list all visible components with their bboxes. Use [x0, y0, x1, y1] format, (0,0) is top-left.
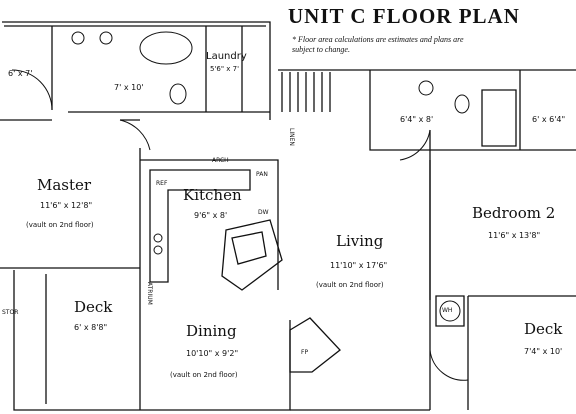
door-swing-1 [11, 69, 53, 111]
disclaimer-line-2: subject to change. [292, 45, 350, 54]
fireplace [289, 317, 341, 373]
kitchen-counter [149, 169, 251, 283]
bath-master-dim: 7' x 10' [114, 83, 144, 92]
living-note: (vault on 2nd floor) [316, 281, 384, 289]
door-swing-4 [429, 349, 469, 381]
sink-1 [71, 31, 85, 45]
deck-right-name: Deck [524, 320, 563, 338]
bedroom2-name: Bedroom 2 [472, 204, 556, 222]
closet-left-dim: 6' x 7' [8, 69, 33, 78]
linen-label: LINEN [288, 128, 295, 146]
atrium-label: ATRIUM [146, 282, 153, 305]
dining-name: Dining [186, 322, 237, 340]
master-dim: 11'6" x 12'8" [40, 201, 93, 210]
bedroom2-dim: 11'6" x 13'8" [488, 231, 541, 240]
bath2-dim: 6'4" x 8' [400, 115, 434, 124]
wall-right-block-top [369, 70, 576, 151]
ref-label: REF [156, 180, 168, 187]
fp-label: FP [301, 349, 309, 356]
burner-1 [153, 233, 163, 243]
kitchen-dim: 9'6" x 8' [194, 211, 228, 220]
kitchen-island [221, 219, 283, 291]
toilet-master [169, 83, 187, 105]
burner-2 [153, 245, 163, 255]
door-swing-3 [399, 129, 431, 161]
water-heater-circle [439, 300, 461, 322]
deck-left-name: Deck [74, 298, 113, 316]
wall-top-left [2, 21, 271, 120]
dining-note: (vault on 2nd floor) [170, 371, 238, 379]
dining-dim: 10'10" x 9'2" [186, 349, 239, 358]
living-dim: 11'10" x 17'6" [330, 261, 388, 270]
master-note: (vault on 2nd floor) [26, 221, 94, 229]
sink-2 [99, 31, 113, 45]
toilet-bath2 [454, 94, 470, 114]
disclaimer-line-1: * Floor area calculations are estimates … [292, 35, 464, 44]
sink-bath2 [418, 80, 434, 96]
stor-label: STOR [2, 309, 19, 316]
door-swing-2 [119, 119, 151, 151]
kitchen-sink [231, 231, 267, 265]
water-heater [435, 295, 465, 327]
bath2-tub [481, 89, 517, 147]
disclaimer-note: * Floor area calculations are estimates … [292, 35, 464, 55]
pan-label: PAN [256, 171, 268, 178]
arch-label: ARCH [212, 157, 229, 164]
deck-right-dim: 7'4" x 10' [524, 347, 563, 356]
deck-left-dim: 6' x 8'8" [74, 323, 108, 332]
dw-label: DW [258, 209, 269, 216]
laundry-name: Laundry [206, 51, 247, 62]
living-name: Living [336, 232, 384, 250]
wh-label: WH [442, 307, 453, 314]
master-name: Master [37, 176, 92, 194]
laundry-dim: 5'6" x 7' [210, 65, 240, 73]
master-tub-fixture [139, 31, 193, 65]
wall-deck-right [467, 295, 576, 410]
page-title: UNIT C FLOOR PLAN [288, 4, 520, 28]
stair [281, 72, 331, 112]
closet-right-dim: 6' x 6'4" [532, 115, 566, 124]
kitchen-name: Kitchen [183, 186, 242, 204]
wall-deck-left [13, 270, 140, 411]
